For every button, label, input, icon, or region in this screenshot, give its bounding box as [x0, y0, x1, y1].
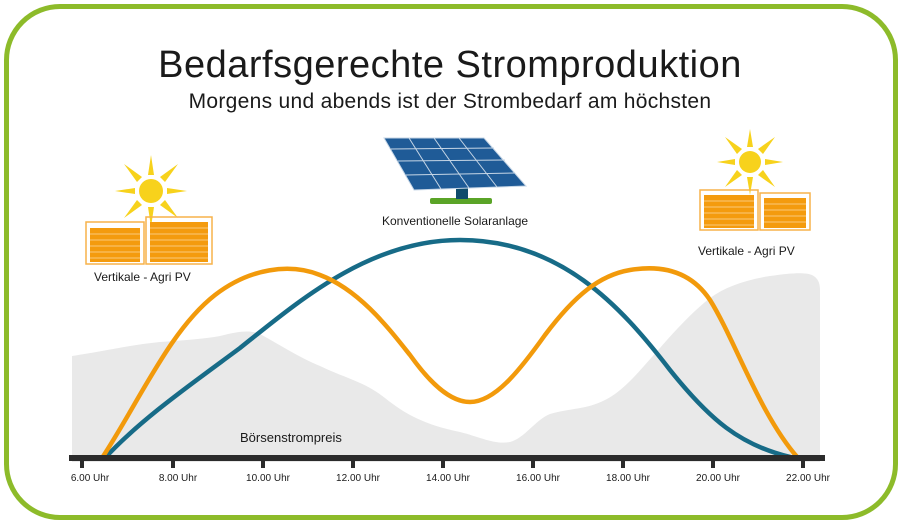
- label-vertical-right: Vertikale - Agri PV: [698, 244, 795, 258]
- axis-tick: [80, 458, 84, 468]
- vertical-panel-icon: [85, 216, 213, 265]
- tick-label: 14.00 Uhr: [426, 473, 470, 484]
- tick-label: 16.00 Uhr: [516, 473, 560, 484]
- vertical-panel-icon: [699, 189, 811, 231]
- label-price: Börsenstrompreis: [240, 430, 342, 445]
- axis-tick: [531, 458, 535, 468]
- tick-label: 12.00 Uhr: [336, 473, 380, 484]
- axis-tick: [621, 458, 625, 468]
- tick-label: 20.00 Uhr: [696, 473, 740, 484]
- axis-tick: [441, 458, 445, 468]
- tick-label: 10.00 Uhr: [246, 473, 290, 484]
- price-area: [72, 273, 820, 462]
- axis-tick: [351, 458, 355, 468]
- axis-tick: [171, 458, 175, 468]
- time-axis: [69, 455, 825, 461]
- tick-label: 18.00 Uhr: [606, 473, 650, 484]
- page-title: Bedarfsgerechte Stromproduktion: [158, 44, 742, 86]
- conventional-curve: [102, 237, 793, 461]
- page-subtitle: Morgens und abends ist der Strombedarf a…: [188, 90, 712, 113]
- tick-label: 8.00 Uhr: [158, 473, 198, 484]
- axis-tick: [711, 458, 715, 468]
- axis-tick: [801, 458, 805, 468]
- tick-label: 6.00 Uhr: [70, 473, 110, 484]
- label-conventional: Konventionelle Solaranlage: [382, 214, 529, 228]
- sun-icon: [717, 129, 783, 195]
- tracker-solar-panel-icon: [383, 137, 528, 204]
- tick-label: 22.00 Uhr: [786, 473, 830, 484]
- vertical-curve: [99, 266, 801, 461]
- axis-tick: [261, 458, 265, 468]
- sun-icon: [115, 155, 187, 227]
- label-vertical-left: Vertikale - Agri PV: [94, 270, 191, 284]
